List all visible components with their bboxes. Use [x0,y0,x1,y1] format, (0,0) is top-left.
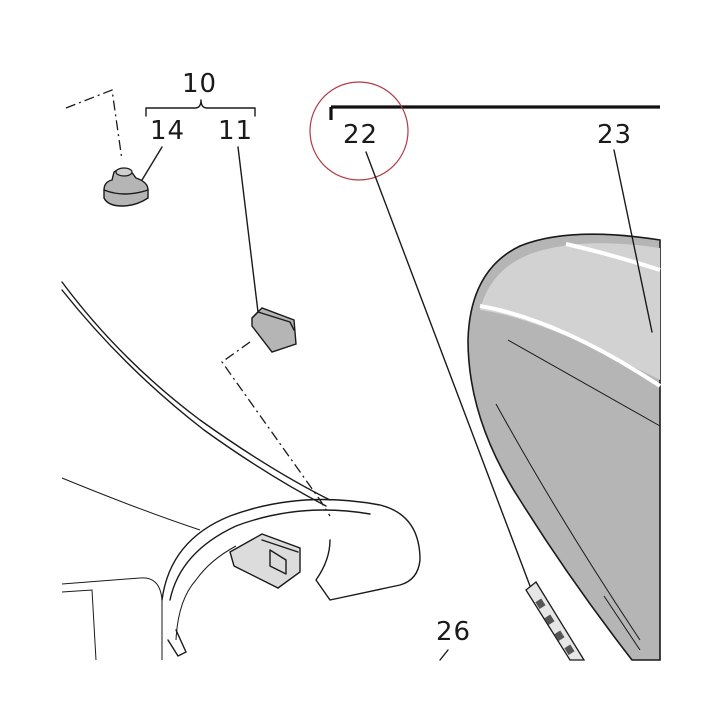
rear-fender [161,498,421,657]
callout-10: 10 [182,69,217,99]
guide-line-11 [221,341,331,517]
callout-11: 11 [218,116,253,146]
highlight-circle [309,81,409,181]
body-panel-left [61,281,331,661]
part-11-pad [251,307,297,353]
part-14-bump-stop [103,167,149,207]
guide-line-top-left [65,89,123,161]
part-22-emblem [525,581,586,661]
callout-26: 26 [436,617,471,647]
callout-23: 23 [597,120,632,150]
leader-22 [365,151,531,587]
leader-14 [141,146,163,181]
leader-26 [439,649,449,661]
part-23-seat [467,233,662,661]
callout-14: 14 [150,116,185,146]
leader-23 [613,149,653,333]
mounting-bracket [229,533,301,589]
group-bracket-10 [145,99,256,117]
callout-22: 22 [343,120,378,150]
leader-11 [237,146,259,313]
